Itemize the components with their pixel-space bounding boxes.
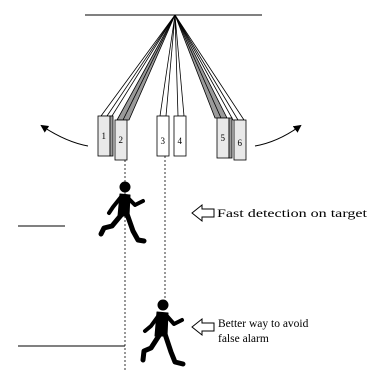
sensor-5-label: 5 [221, 133, 226, 143]
walking-person-upper-icon [98, 181, 147, 244]
sensor-4-label: 4 [178, 136, 183, 146]
rotate-left-arrow-icon [40, 124, 89, 147]
sensor-2-label: 2 [119, 135, 124, 145]
fast-detection-caption: Fast detection on target [217, 208, 368, 220]
dashed-guides [124, 156, 166, 370]
sensor-6-panel [233, 119, 247, 161]
sensor-4-panel [173, 115, 187, 157]
sensor-2-panel [114, 119, 128, 161]
fast-detection-arrow-icon [191, 203, 215, 223]
sensor-6-label: 6 [238, 138, 243, 148]
sensor-panels [97, 115, 247, 161]
false-alarm-arrow-icon [191, 317, 215, 337]
false-alarm-caption-line2: false alarm [218, 333, 269, 345]
walking-person-lower-icon [140, 299, 186, 367]
beam-fan [100, 14, 245, 121]
sensor-1-label: 1 [102, 131, 107, 141]
rotate-right-arrow-icon [254, 124, 302, 147]
sensor-3-panel [156, 115, 170, 157]
false-alarm-caption-line1: Better way to avoid [218, 318, 309, 330]
sensor-3-label: 3 [161, 136, 166, 146]
